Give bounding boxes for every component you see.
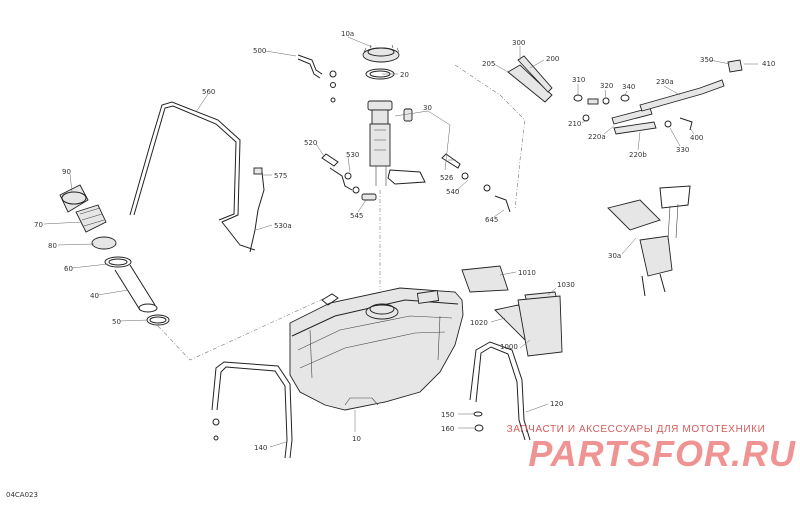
- callout-500: 500: [253, 47, 266, 55]
- callout-530: 530: [346, 151, 359, 159]
- callout-10: 10: [352, 435, 361, 443]
- callout-10a: 10a: [341, 30, 354, 38]
- callout-205: 205: [482, 60, 495, 68]
- callout-520: 520: [304, 139, 317, 147]
- heat-shield-1010[interactable]: [461, 265, 509, 293]
- callout-20: 20: [400, 71, 409, 79]
- watermark: ЗАПЧАСТИ И АКСЕССУАРЫ ДЛЯ МОТОТЕХНИКИ PA…: [476, 424, 796, 473]
- hose-220a[interactable]: [611, 107, 653, 125]
- callout-350: 350: [700, 56, 713, 64]
- callout-310: 310: [572, 76, 585, 84]
- breather-hose[interactable]: [129, 101, 256, 251]
- cap-350[interactable]: [727, 59, 743, 73]
- callout-60: 60: [64, 265, 73, 273]
- callout-30a: 30a: [608, 252, 621, 260]
- watermark-logo: PARTSFOR.RU: [528, 433, 796, 474]
- callout-560: 560: [202, 88, 215, 96]
- filler-neck-housing[interactable]: [75, 204, 107, 233]
- clip-400[interactable]: [679, 117, 693, 131]
- filler-ring[interactable]: [91, 236, 117, 250]
- nut-160[interactable]: [474, 424, 484, 432]
- leader-lines: [43, 36, 758, 448]
- callout-410: 410: [762, 60, 775, 68]
- callout-330: 330: [676, 146, 689, 154]
- callout-70: 70: [34, 221, 43, 229]
- fitting-210[interactable]: [582, 114, 590, 122]
- callout-80: 80: [48, 242, 57, 250]
- fuel-pump-module[interactable]: [367, 100, 426, 290]
- callout-160: 160: [441, 425, 454, 433]
- vent-hose[interactable]: [297, 54, 337, 103]
- callout-645: 645: [485, 216, 498, 224]
- callout-230a: 230a: [656, 78, 674, 86]
- callout-540: 540: [446, 188, 459, 196]
- callout-300: 300: [512, 39, 525, 47]
- callout-1020: 1020: [470, 319, 488, 327]
- fitting-530[interactable]: [344, 172, 360, 194]
- callout-labels: 10a 20 500 30 560 90 70 80 60 40 50 520 …: [34, 30, 775, 452]
- callout-1030: 1030: [557, 281, 575, 289]
- fuel-sender-30a[interactable]: [607, 185, 691, 297]
- heat-shield-1000[interactable]: [517, 295, 563, 357]
- diagram-id-code: 04CA023: [6, 491, 38, 499]
- filler-seal[interactable]: [104, 256, 132, 268]
- callout-545: 545: [350, 212, 363, 220]
- hose-220b[interactable]: [613, 121, 657, 135]
- filler-tube[interactable]: [114, 264, 158, 313]
- callout-220a: 220a: [588, 133, 606, 141]
- callout-120: 120: [550, 400, 563, 408]
- callout-140: 140: [254, 444, 267, 452]
- connector-320[interactable]: [587, 97, 610, 105]
- tank-strap-120[interactable]: [469, 341, 531, 441]
- callout-575: 575: [274, 172, 287, 180]
- callout-340: 340: [622, 83, 635, 91]
- callout-50: 50: [112, 318, 121, 326]
- lock-ring[interactable]: [362, 44, 400, 63]
- watermark-tagline: ЗАПЧАСТИ И АКСЕССУАРЫ ДЛЯ МОТОТЕХНИКИ: [506, 424, 766, 435]
- callout-90: 90: [62, 168, 71, 176]
- callout-150: 150: [441, 411, 454, 419]
- clamp-340[interactable]: [620, 94, 630, 102]
- filler-cap[interactable]: [59, 184, 89, 213]
- valve-330[interactable]: [664, 120, 672, 128]
- callout-30: 30: [423, 104, 432, 112]
- fitting-520[interactable]: [321, 153, 353, 191]
- clamp-310[interactable]: [573, 94, 583, 102]
- tank-strap-140[interactable]: [211, 361, 293, 459]
- callout-220b: 220b: [629, 151, 647, 159]
- vent-line-645[interactable]: [454, 64, 526, 213]
- callout-40: 40: [90, 292, 99, 300]
- fuel-tank[interactable]: [289, 287, 464, 411]
- hose-230a[interactable]: [639, 79, 725, 112]
- connector-545[interactable]: [361, 193, 377, 201]
- hose-200[interactable]: [507, 55, 553, 103]
- filler-clamp[interactable]: [146, 314, 170, 326]
- callout-400: 400: [690, 134, 703, 142]
- hose-fitting-575[interactable]: [249, 167, 265, 253]
- callout-200: 200: [546, 55, 559, 63]
- washer-150[interactable]: [473, 411, 483, 417]
- callout-526: 526: [440, 174, 454, 182]
- callout-1010: 1010: [518, 269, 536, 277]
- callout-530a: 530a: [274, 222, 292, 230]
- fitting-526[interactable]: [441, 153, 491, 192]
- callout-320: 320: [600, 82, 613, 90]
- callout-1000: 1000: [500, 343, 518, 351]
- callout-210: 210: [568, 120, 581, 128]
